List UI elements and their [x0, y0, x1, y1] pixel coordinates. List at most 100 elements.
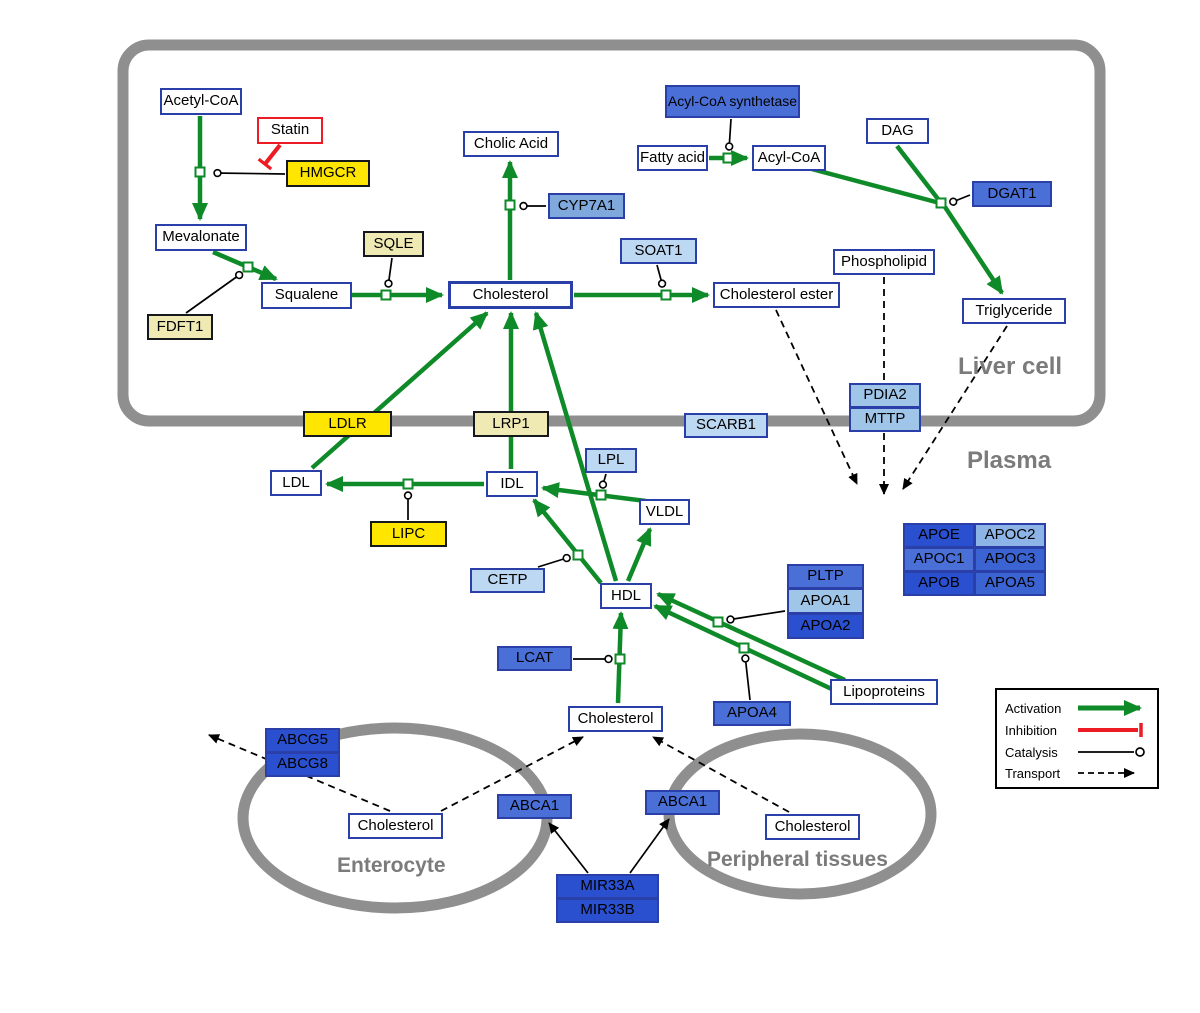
node-acyl-coa[interactable]: Acyl-CoA — [752, 145, 826, 171]
peripheral-tissues-label: Peripheral tissues — [707, 848, 888, 871]
node-lipoproteins[interactable]: Lipoproteins — [830, 679, 938, 705]
enterocyte-label: Enterocyte — [337, 854, 446, 877]
edge-peripheral-cholesterol-efflux — [652, 736, 790, 813]
edge-lipoproteins-hdl-1 — [656, 591, 846, 683]
node-idl[interactable]: IDL — [486, 471, 538, 497]
node-apoa1[interactable]: APOA1 — [787, 588, 864, 614]
edge-enterocyte-cholesterol-efflux — [440, 736, 584, 812]
edge-ldl-cholesterol-via-ldlr — [310, 311, 489, 470]
edge-sqle-catalysis — [384, 257, 393, 288]
reaction-node — [712, 616, 724, 628]
node-mir33a[interactable]: MIR33A — [556, 874, 659, 899]
node-phospholipid[interactable]: Phospholipid — [833, 249, 935, 275]
node-cholesterol-enterocyte[interactable]: Cholesterol — [348, 813, 443, 839]
node-dgat1[interactable]: DGAT1 — [972, 181, 1052, 207]
node-cholesterol-peripheral[interactable]: Cholesterol — [765, 814, 860, 840]
edge-hdl-idl — [532, 498, 603, 585]
node-cholesterol-ester[interactable]: Cholesterol ester — [713, 282, 840, 308]
reaction-node — [660, 289, 672, 301]
reaction-node — [935, 197, 947, 209]
edge-cholesterolester-plasma — [775, 309, 858, 485]
reaction-node — [722, 152, 734, 164]
catalysis-sample-circle — [1135, 747, 1145, 757]
node-fatty-acid[interactable]: Fatty acid — [637, 145, 708, 171]
liver-cell-membrane — [117, 39, 1106, 427]
node-fdft1[interactable]: FDFT1 — [147, 314, 213, 340]
legend-inhibition-label: Inhibition — [1005, 723, 1058, 738]
reaction-node — [194, 166, 206, 178]
node-cetp[interactable]: CETP — [470, 568, 545, 593]
node-mevalonate[interactable]: Mevalonate — [155, 224, 247, 251]
node-apoe[interactable]: APOE — [903, 523, 975, 548]
edge-acylcoa-dgat1 — [807, 165, 937, 205]
node-cholesterol-plasma[interactable]: Cholesterol — [568, 706, 663, 732]
node-triglyceride[interactable]: Triglyceride — [962, 298, 1066, 324]
node-pdia2[interactable]: PDIA2 — [849, 383, 921, 408]
node-scarb1[interactable]: SCARB1 — [684, 413, 768, 438]
reaction-node — [504, 199, 516, 211]
edge-dgat1-catalysis — [949, 194, 971, 206]
node-apoc2[interactable]: APOC2 — [974, 523, 1046, 548]
edge-cetp-catalysis — [537, 553, 571, 568]
node-abca1-peripheral[interactable]: ABCA1 — [645, 790, 720, 815]
legend-catalysis-label: Catalysis — [1005, 745, 1058, 760]
node-abcg8[interactable]: ABCG8 — [265, 752, 340, 777]
node-acetyl-coa[interactable]: Acetyl-CoA — [160, 88, 242, 115]
legend: Activation Inhibition Catalysis Transpor… — [995, 688, 1159, 789]
node-vldl[interactable]: VLDL — [639, 499, 690, 525]
node-acyl-coa-synthetase[interactable]: Acyl-CoA synthetase — [665, 85, 800, 118]
node-sqle[interactable]: SQLE — [363, 231, 424, 257]
edge-dag-dgat1 — [895, 144, 940, 201]
edge-lpl-catalysis — [598, 473, 608, 489]
node-hdl[interactable]: HDL — [600, 583, 652, 609]
edge-hdl-cholesterol — [532, 311, 619, 582]
node-soat1[interactable]: SOAT1 — [620, 238, 697, 264]
reaction-node — [242, 261, 254, 273]
node-abcg5[interactable]: ABCG5 — [265, 728, 340, 753]
node-apoc3[interactable]: APOC3 — [974, 547, 1046, 572]
node-apoc1[interactable]: APOC1 — [903, 547, 975, 572]
node-cyp7a1[interactable]: CYP7A1 — [548, 193, 625, 219]
node-squalene[interactable]: Squalene — [261, 282, 352, 309]
reaction-node — [614, 653, 626, 665]
inhibition-edges — [257, 143, 282, 171]
reaction-nodes — [194, 152, 947, 665]
node-ldlr[interactable]: LDLR — [303, 411, 392, 437]
edge-mir33-abca1-left — [548, 822, 589, 874]
edge-apoa1-catalysis — [726, 610, 786, 624]
node-cholesterol-liver[interactable]: Cholesterol — [448, 281, 573, 309]
reaction-node — [595, 489, 607, 501]
node-lpl[interactable]: LPL — [585, 448, 637, 473]
legend-activation-label: Activation — [1005, 701, 1062, 716]
node-apoa5[interactable]: APOA5 — [974, 571, 1046, 596]
reaction-node — [380, 289, 392, 301]
edge-acylcoasynthetase-catalysis — [725, 118, 734, 151]
node-abca1-enterocyte[interactable]: ABCA1 — [497, 794, 572, 819]
node-pltp[interactable]: PLTP — [787, 564, 864, 589]
edge-fdft1-catalysis — [185, 270, 244, 314]
edge-apoa4-catalysis — [741, 654, 751, 701]
edge-dgat1-triglyceride — [943, 205, 1004, 295]
plasma-label: Plasma — [967, 447, 1052, 474]
reaction-node — [572, 549, 584, 561]
edge-hdl-vldl — [625, 527, 653, 582]
catalysis-edges — [185, 118, 971, 701]
node-mir33b[interactable]: MIR33B — [556, 898, 659, 923]
node-statin[interactable]: Statin — [257, 117, 323, 144]
node-apob[interactable]: APOB — [903, 571, 975, 596]
reaction-node — [738, 642, 750, 654]
node-ldl[interactable]: LDL — [270, 470, 322, 496]
node-mttp[interactable]: MTTP — [849, 407, 921, 432]
node-dag[interactable]: DAG — [866, 118, 929, 144]
node-lcat[interactable]: LCAT — [497, 646, 572, 671]
node-hmgcr[interactable]: HMGCR — [286, 160, 370, 187]
legend-transport-label: Transport — [1005, 766, 1061, 781]
node-lrp1[interactable]: LRP1 — [473, 411, 549, 437]
edge-vldl-idl — [541, 482, 647, 504]
node-cholic-acid[interactable]: Cholic Acid — [463, 131, 559, 157]
node-apoa2[interactable]: APOA2 — [787, 613, 864, 639]
node-apoa4[interactable]: APOA4 — [713, 701, 791, 726]
node-lipc[interactable]: LIPC — [370, 521, 447, 547]
